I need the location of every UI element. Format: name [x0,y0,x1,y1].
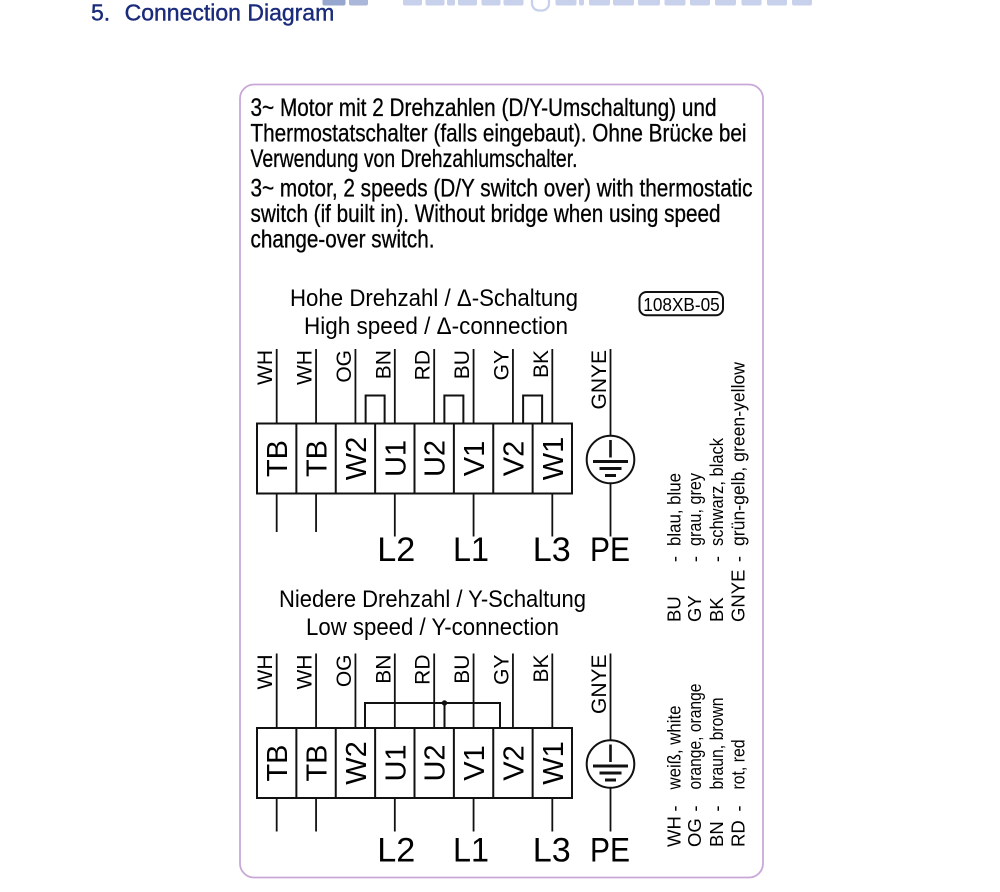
svg-text:PE: PE [590,531,630,569]
svg-text:-: - [706,556,727,562]
svg-text:V1: V1 [459,745,491,780]
svg-text:BU: BU [664,596,685,622]
svg-text:108XB-05: 108XB-05 [643,294,720,315]
svg-text:switch (if built in). Without: switch (if built in). Without bridge whe… [251,200,721,228]
svg-text:High speed / Δ-connection: High speed / Δ-connection [304,313,568,340]
svg-text:WH: WH [254,655,277,690]
svg-text:V2: V2 [498,745,530,780]
svg-text:W1: W1 [538,437,570,481]
svg-text:-: - [684,556,705,562]
svg-text:-: - [728,556,749,562]
svg-text:W2: W2 [341,437,373,481]
svg-text:U1: U1 [380,744,412,781]
svg-text:RD: RD [412,655,435,685]
svg-text:-: - [664,805,685,811]
svg-text:OG: OG [333,350,356,383]
svg-text:Hohe Drehzahl / Δ-Schaltung: Hohe Drehzahl / Δ-Schaltung [290,285,578,312]
svg-text:GNYE: GNYE [588,655,611,715]
svg-text:TB: TB [302,744,334,781]
svg-text:U1: U1 [380,440,412,477]
svg-text:WH: WH [294,350,317,385]
svg-text:Connection Diagram: Connection Diagram [125,0,335,25]
svg-text:L3: L3 [533,531,571,569]
svg-text:W1: W1 [538,741,570,785]
svg-text:BU: BU [451,655,474,684]
svg-text:schwarz, black: schwarz, black [706,437,727,546]
svg-text:BK: BK [706,597,727,622]
svg-text:-: - [664,556,685,562]
svg-text:rot, red: rot, red [728,740,749,790]
svg-text:Low speed / Y-connection: Low speed / Y-connection [306,614,559,641]
svg-text:TB: TB [302,440,334,477]
svg-text:V2: V2 [498,441,530,476]
svg-text:3~ Motor mit 2 Drehzahlen (D/Y: 3~ Motor mit 2 Drehzahlen (D/Y-Umschaltu… [251,94,717,122]
svg-text:BU: BU [451,350,474,379]
svg-text:grün-gelb, green-yellow: grün-gelb, green-yellow [728,361,749,546]
svg-text:GY: GY [684,595,705,622]
svg-text:GNYE: GNYE [728,570,749,622]
svg-text:TB: TB [262,440,294,477]
svg-text:grau, grey: grau, grey [684,472,705,546]
svg-text:RD: RD [412,350,435,380]
svg-text:V1: V1 [459,441,491,476]
svg-text:L2: L2 [377,531,415,569]
svg-text:change-over switch.: change-over switch. [251,226,435,254]
svg-text:GNYE: GNYE [588,350,611,410]
svg-text:WH: WH [664,816,685,847]
svg-text:-: - [728,805,749,811]
svg-text:U2: U2 [420,440,452,477]
svg-text:OG: OG [333,655,356,688]
svg-text:L3: L3 [533,832,571,870]
svg-text:TB: TB [262,744,294,781]
svg-text:3~ motor, 2 speeds (D/Y switch: 3~ motor, 2 speeds (D/Y switch over) wit… [251,175,753,203]
svg-text:RD: RD [728,820,749,847]
svg-text:PE: PE [590,832,630,870]
svg-text:-: - [706,805,727,811]
svg-text:orange, orange: orange, orange [684,684,705,790]
svg-text:Verwendung von Drehzahlumschal: Verwendung von Drehzahlumschalter. [251,145,578,173]
svg-text:5.: 5. [91,0,110,25]
svg-text:OG: OG [684,818,705,847]
svg-text:braun, brown: braun, brown [706,698,727,790]
svg-text:GY: GY [490,655,513,685]
svg-text:WH: WH [254,350,277,385]
svg-text:BN: BN [372,655,395,684]
svg-text:L2: L2 [377,832,415,870]
svg-text:L1: L1 [453,531,489,569]
svg-text:U2: U2 [420,744,452,781]
svg-text:-: - [684,805,705,811]
svg-text:WH: WH [294,655,317,690]
svg-text:weiß, white: weiß, white [664,706,685,791]
svg-text:L1: L1 [453,832,489,870]
svg-text:Niedere Drehzahl / Y-Schaltung: Niedere Drehzahl / Y-Schaltung [279,586,586,613]
svg-text:W2: W2 [341,741,373,785]
svg-text:blau, blue: blau, blue [664,473,685,546]
svg-text:BK: BK [530,350,553,378]
svg-text:BN: BN [706,821,727,847]
svg-text:GY: GY [490,350,513,380]
svg-text:BN: BN [372,350,395,379]
svg-text:BK: BK [530,655,553,683]
svg-text:Thermostatschalter (falls eing: Thermostatschalter (falls eingebaut). Oh… [251,120,747,148]
